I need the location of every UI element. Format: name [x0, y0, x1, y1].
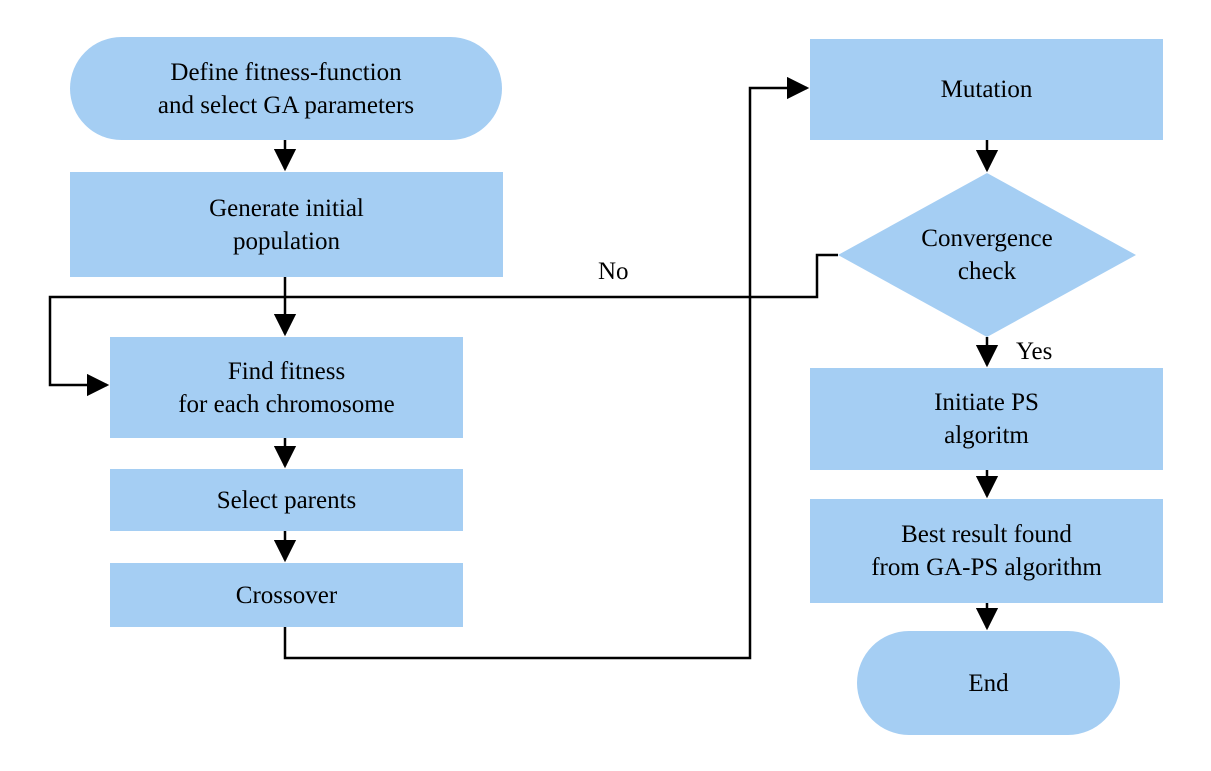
edge-crossover-to-mutation: [283, 76, 810, 660]
edge-label-yes: Yes: [1016, 338, 1053, 365]
node-label-line: Select parents: [216, 486, 357, 514]
node-label-line: for each chromosome: [178, 390, 395, 418]
node-mutation: Mutation: [810, 39, 1163, 140]
node-initiate-ps-algorithm: Initiate PS algoritm: [810, 368, 1163, 470]
node-label-line: Generate initial: [209, 194, 364, 222]
node-label-line: End: [968, 669, 1009, 697]
node-select-parents: Select parents: [110, 469, 463, 531]
node-label-line: Initiate PS: [934, 389, 1039, 416]
node-label-line: population: [233, 227, 340, 255]
node-find-fitness: Find fitness for each chromosome: [110, 337, 463, 438]
node-label-line: Define fitness-function: [170, 58, 402, 86]
convergence-diamond-shape: [838, 173, 1136, 337]
node-label-line: and select GA parameters: [157, 91, 415, 119]
edge-convergence-no-to-find-fitness: [48, 253, 838, 397]
node-best-result-found: Best result found from GA-PS algorithm: [810, 499, 1163, 603]
node-end: End: [857, 631, 1120, 735]
node-label-line: Convergence: [921, 225, 1053, 252]
node-label-line: Find fitness: [227, 357, 346, 385]
edge-label-no: No: [598, 258, 629, 285]
node-label-line: algoritm: [944, 422, 1029, 449]
node-label-line: Mutation: [940, 76, 1033, 103]
node-label-line: from GA-PS algorithm: [871, 554, 1102, 581]
node-convergence-check-label: Convergence check: [838, 173, 1136, 337]
node-label-line: Crossover: [235, 581, 338, 609]
node-label-line: Best result found: [901, 521, 1072, 548]
node-define-fitness-function: Define fitness-function and select GA pa…: [70, 37, 502, 140]
node-generate-initial-population: Generate initial population: [70, 172, 503, 277]
node-label-line: check: [957, 258, 1017, 285]
node-crossover: Crossover: [110, 563, 463, 627]
